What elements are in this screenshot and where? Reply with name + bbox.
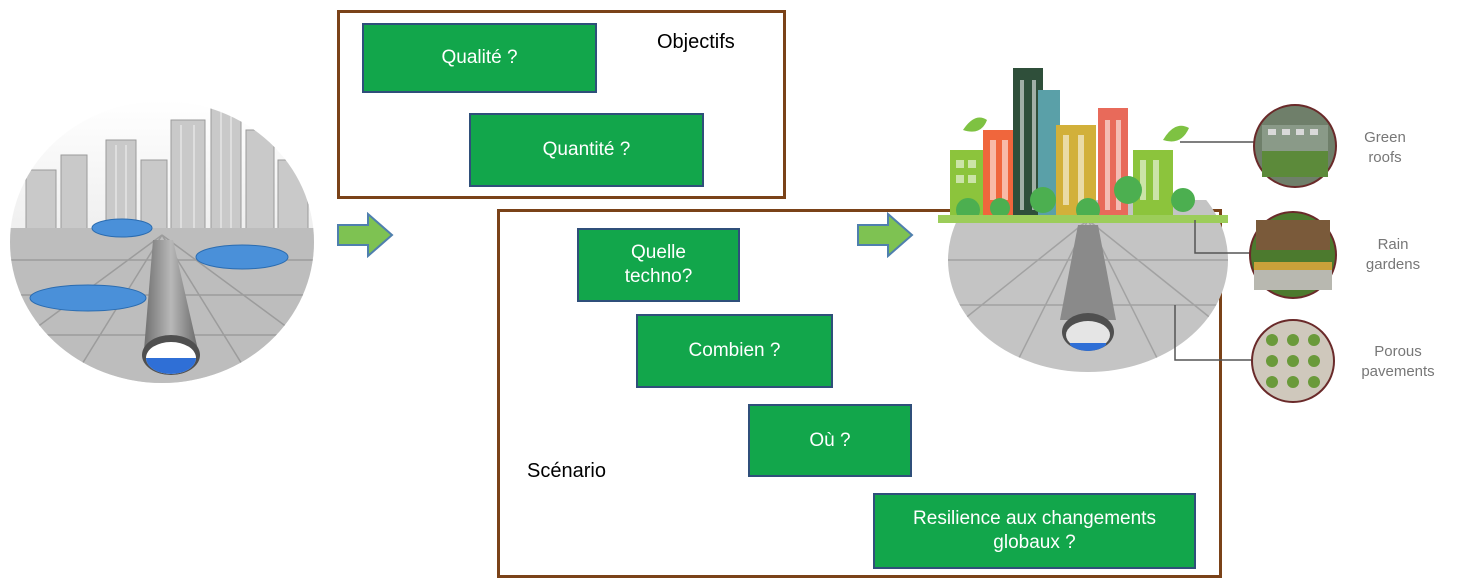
legend-rain-gardens: Rain gardens bbox=[1365, 236, 1421, 273]
how-much-box: Combien ? bbox=[636, 314, 833, 388]
where-box: Où ? bbox=[748, 404, 912, 477]
green-city-illustration bbox=[938, 68, 1228, 372]
resilience-box: Resilience aux changements globaux ? bbox=[873, 493, 1196, 569]
legend-porous-pavements: Porous pavements bbox=[1361, 343, 1435, 380]
arrow-right-icon bbox=[857, 212, 914, 258]
quantity-box: Quantité ? bbox=[469, 113, 704, 187]
arrow-right-icon bbox=[337, 212, 394, 258]
objectives-frame bbox=[337, 10, 786, 199]
green-roof-thumbnail bbox=[1253, 104, 1337, 188]
which-technology-box: Quelle techno? bbox=[577, 228, 740, 302]
porous-pavement-thumbnail bbox=[1251, 319, 1335, 403]
quality-box: Qualité ? bbox=[362, 23, 597, 93]
legend-green-roofs: Green roofs bbox=[1364, 129, 1406, 166]
connector-lines bbox=[1174, 141, 1258, 361]
rain-garden-thumbnail bbox=[1249, 211, 1337, 299]
grey-city-flooded-illustration bbox=[10, 101, 314, 383]
scenario-frame bbox=[497, 209, 1222, 578]
objectives-label: Objectifs bbox=[657, 31, 735, 53]
scenario-label: Scénario bbox=[527, 460, 606, 482]
